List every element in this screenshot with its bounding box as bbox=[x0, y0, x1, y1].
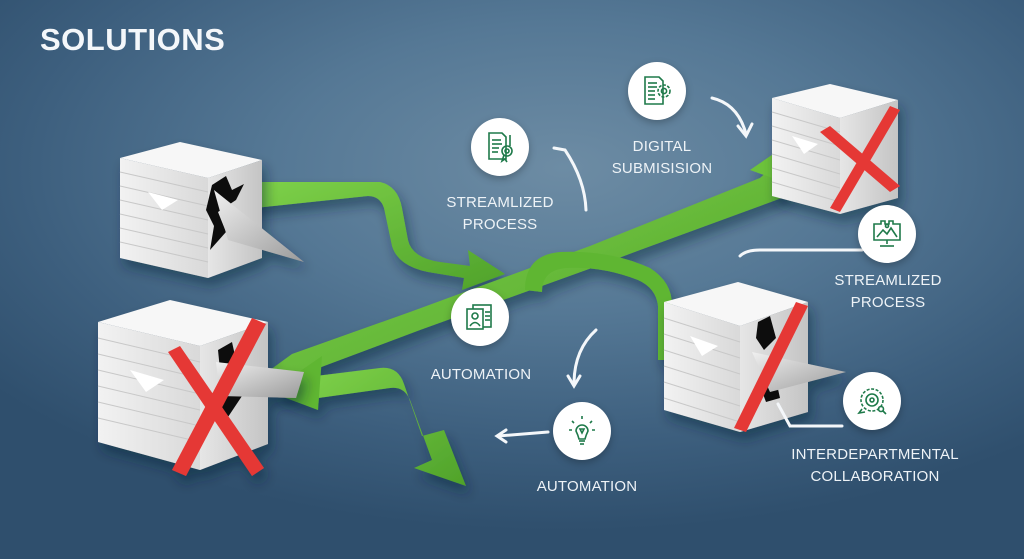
page-title: SOLUTIONS bbox=[40, 22, 226, 57]
badge-streamlized-process-right bbox=[858, 205, 916, 263]
torn-flap-icon bbox=[792, 136, 818, 154]
paper-stack-top-right bbox=[771, 84, 900, 214]
torn-flap-icon bbox=[130, 370, 164, 392]
arrowhead-digital bbox=[736, 122, 754, 139]
id-card-icon bbox=[466, 304, 492, 330]
arrow-top-left-curve bbox=[236, 182, 505, 290]
arrowhead-automation-bottom bbox=[494, 428, 508, 444]
document-gear-icon bbox=[644, 76, 671, 105]
label-automation-center: AUTOMATION bbox=[430, 366, 532, 383]
label-streamlized-process-right: STREAMLIZED PROCESS bbox=[834, 272, 942, 311]
badge-automation-center bbox=[451, 288, 509, 346]
lightbulb-icon bbox=[569, 416, 595, 445]
label-interdepartmental-collaboration: INTERDEPARTMENTAL COLLABORATION bbox=[791, 446, 959, 485]
connector-streamlized-top bbox=[552, 146, 588, 212]
badge-automation-bottom bbox=[553, 402, 611, 460]
arrow-center-loop bbox=[525, 251, 672, 360]
connector-automation-bottom bbox=[496, 430, 550, 438]
torn-flap-icon bbox=[690, 336, 718, 356]
paper-stack-bottom-right bbox=[663, 282, 846, 432]
puzzle-monitor-icon bbox=[873, 220, 901, 247]
certificate-document-icon bbox=[488, 132, 513, 163]
gear-target-icon bbox=[857, 388, 887, 415]
badge-digital-submission bbox=[628, 62, 686, 120]
badge-interdepartmental-collaboration bbox=[843, 372, 901, 430]
torn-flap-icon bbox=[148, 192, 178, 210]
label-automation-bottom: AUTOMATION bbox=[536, 478, 638, 495]
red-cross-icon bbox=[734, 302, 808, 432]
label-digital-submission: DIGITAL SUBMISISION bbox=[611, 138, 713, 177]
paper-stack-bottom-left bbox=[97, 300, 304, 476]
connector-collaboration bbox=[776, 402, 844, 428]
connector-lines bbox=[494, 96, 864, 444]
red-cross-icon bbox=[820, 106, 900, 212]
red-cross-icon bbox=[168, 318, 266, 476]
connector-streamlized-right bbox=[738, 248, 864, 258]
connector-automation-center bbox=[572, 328, 598, 386]
paper-stack-top-left bbox=[119, 142, 304, 278]
badge-streamlized-process-top bbox=[471, 118, 529, 176]
arrowhead-automation-center bbox=[566, 374, 582, 389]
connector-digital-arrow bbox=[710, 96, 748, 136]
label-streamlized-process-top: STREAMLIZED PROCESS bbox=[446, 194, 554, 233]
crack-hole-icon bbox=[756, 316, 780, 402]
paper-blade-icon bbox=[214, 190, 304, 262]
